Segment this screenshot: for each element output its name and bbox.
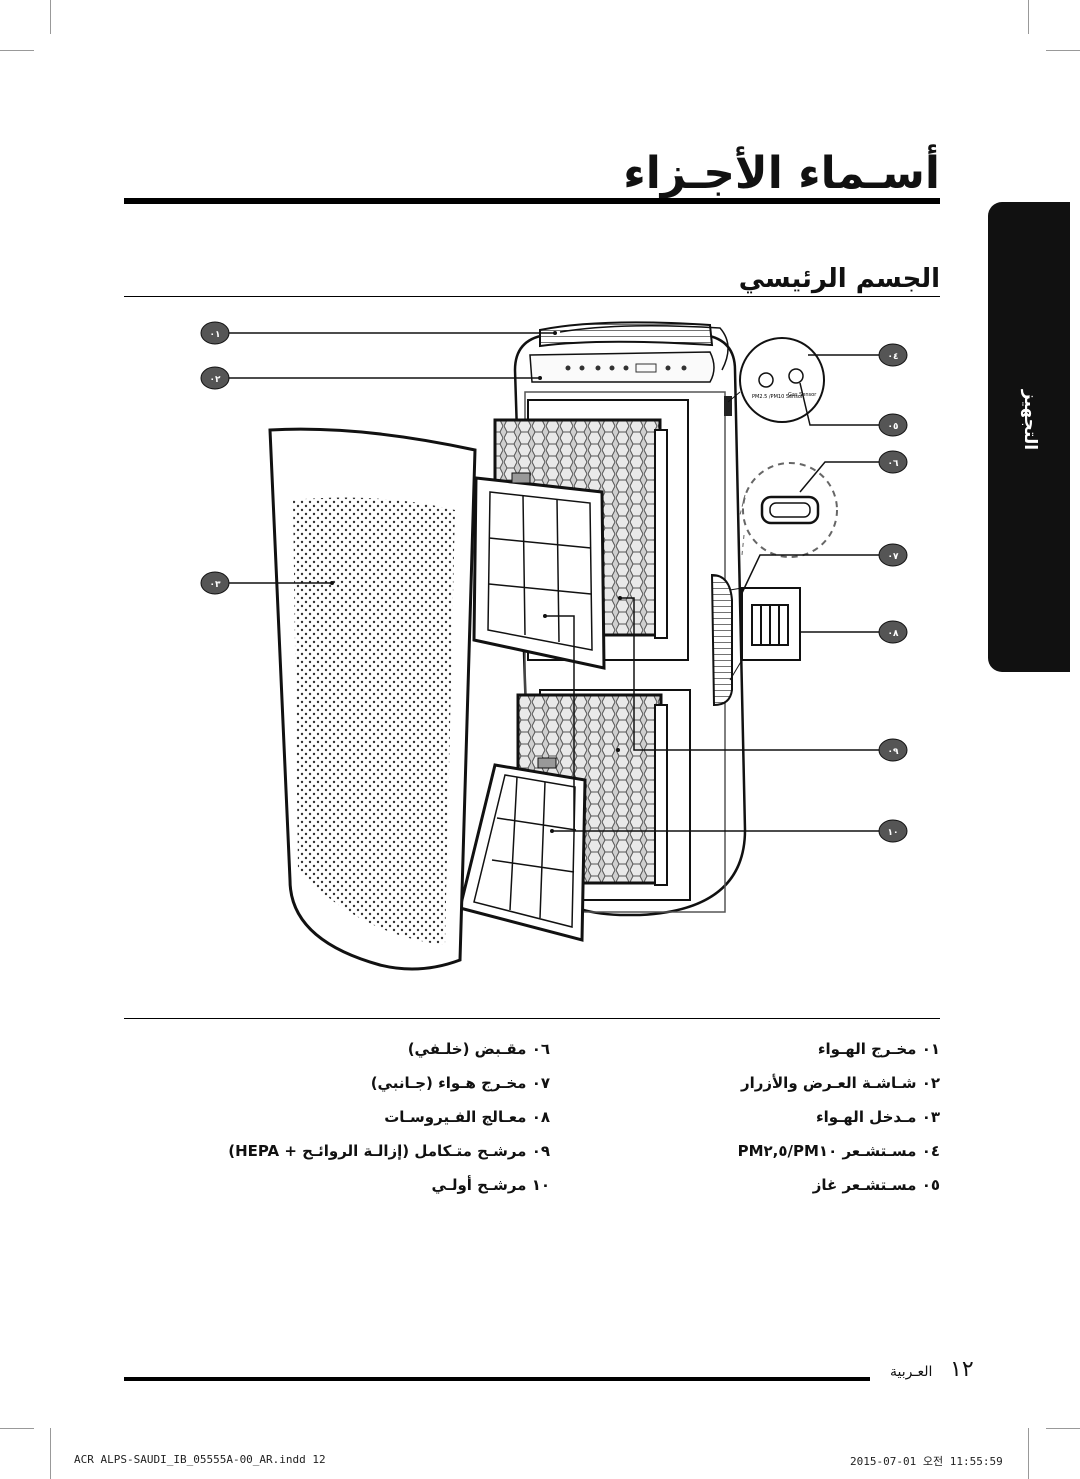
- part-item-01: ٠١ مخـرج الهـواء: [817, 1040, 940, 1058]
- callout-05: ٠٥: [878, 413, 908, 437]
- callout-09: ٠٩: [878, 738, 908, 762]
- leader-lines: [228, 332, 880, 832]
- svg-text:١٠: ١٠: [888, 828, 899, 838]
- svg-text:٠١: ٠١: [210, 330, 221, 340]
- front-cover-air-inlet: [268, 427, 477, 971]
- section-subtitle: الجسم الرئيسي: [738, 264, 940, 294]
- part-item-08: ٠٨ معـالج الفـيروسـات: [384, 1108, 550, 1126]
- file-slug: ACR ALPS-SAUDI_IB_05555A-00_AR.indd 12: [74, 1453, 326, 1466]
- page-number: ١٢: [950, 1357, 974, 1382]
- part-item-03: ٠٣ مـدخل الهـواء: [815, 1108, 940, 1126]
- part-item-06: ٠٦ مقـبض (خلـفي): [407, 1040, 550, 1058]
- svg-text:٠٣: ٠٣: [210, 580, 221, 590]
- part-item-02: ٠٢ شـاشـة العـرض والأزرار: [740, 1074, 940, 1092]
- parts-list-rule: [124, 1018, 940, 1019]
- sensor-label-pm: PM2.5 /PM10 Sensor: [752, 394, 804, 400]
- virus-doctor-zoom: [729, 587, 801, 681]
- footer-rule: [124, 1377, 870, 1381]
- upper-pre-filter: [472, 472, 606, 670]
- crop-mark: [1028, 1428, 1029, 1479]
- parts-diagram: PM2.5 /PM10 Sensor Gas Sensor: [200, 321, 908, 971]
- svg-text:٠٩: ٠٩: [888, 747, 899, 757]
- side-tab-label: التجهيز: [1020, 389, 1040, 451]
- callout-08: ٠٨: [878, 620, 908, 644]
- part-item-09: ٠٩ مرشـح متـكامل (إزالـة الروائـح + HEPA…: [228, 1142, 550, 1160]
- title-rule: [124, 198, 940, 204]
- part-item-04: ٠٤ مسـتشـعر PM١٠/PM٢,٥: [737, 1142, 940, 1160]
- crop-mark: [1046, 50, 1080, 51]
- page-title: أسـماء الأجـزاء: [623, 148, 940, 199]
- part-item-07: ٠٧ مخـرج هـواء (جـانبي): [370, 1074, 550, 1092]
- parts-list-left: ٠٦ مقـبض (خلـفي) ٠٧ مخـرج هـواء (جـانبي)…: [228, 1040, 550, 1210]
- parts-list-right: ٠١ مخـرج الهـواء ٠٢ شـاشـة العـرض والأزر…: [640, 1040, 940, 1210]
- part-item-05: ٠٥ مسـتشـعر غاز: [812, 1176, 940, 1194]
- callout-07: ٠٧: [878, 543, 908, 567]
- svg-text:٠٥: ٠٥: [888, 422, 899, 432]
- lower-pre-filter: [458, 757, 587, 942]
- callout-02: ٠٢: [200, 366, 230, 390]
- part-item-10: ١٠ مرشـح أولـي: [431, 1176, 550, 1194]
- handle-zoom: [739, 462, 838, 558]
- callout-10: ١٠: [878, 819, 908, 843]
- chapter-side-tab: التجهيز: [988, 202, 1070, 672]
- footer-language-label: العـربية: [890, 1364, 933, 1380]
- crop-mark: [0, 50, 34, 51]
- crop-mark: [1046, 1428, 1080, 1429]
- crop-mark: [1028, 0, 1029, 34]
- callout-06: ٠٦: [878, 450, 908, 474]
- crop-mark: [50, 0, 51, 34]
- callout-04: ٠٤: [878, 343, 908, 367]
- svg-text:٠٤: ٠٤: [888, 352, 899, 362]
- print-timestamp: 2015-07-01 오전 11:55:59: [850, 1455, 1003, 1468]
- callout-01: ٠١: [200, 321, 230, 345]
- subtitle-rule: [124, 296, 940, 297]
- crop-mark: [0, 1428, 34, 1429]
- display-panel: [529, 351, 715, 383]
- svg-text:٠٧: ٠٧: [888, 552, 899, 562]
- svg-text:٠٨: ٠٨: [888, 629, 899, 639]
- sensor-zoom: [727, 337, 825, 423]
- callout-03: ٠٣: [200, 571, 230, 595]
- crop-mark: [50, 1428, 51, 1479]
- svg-text:٠٦: ٠٦: [888, 459, 899, 469]
- svg-text:٠٢: ٠٢: [210, 375, 221, 385]
